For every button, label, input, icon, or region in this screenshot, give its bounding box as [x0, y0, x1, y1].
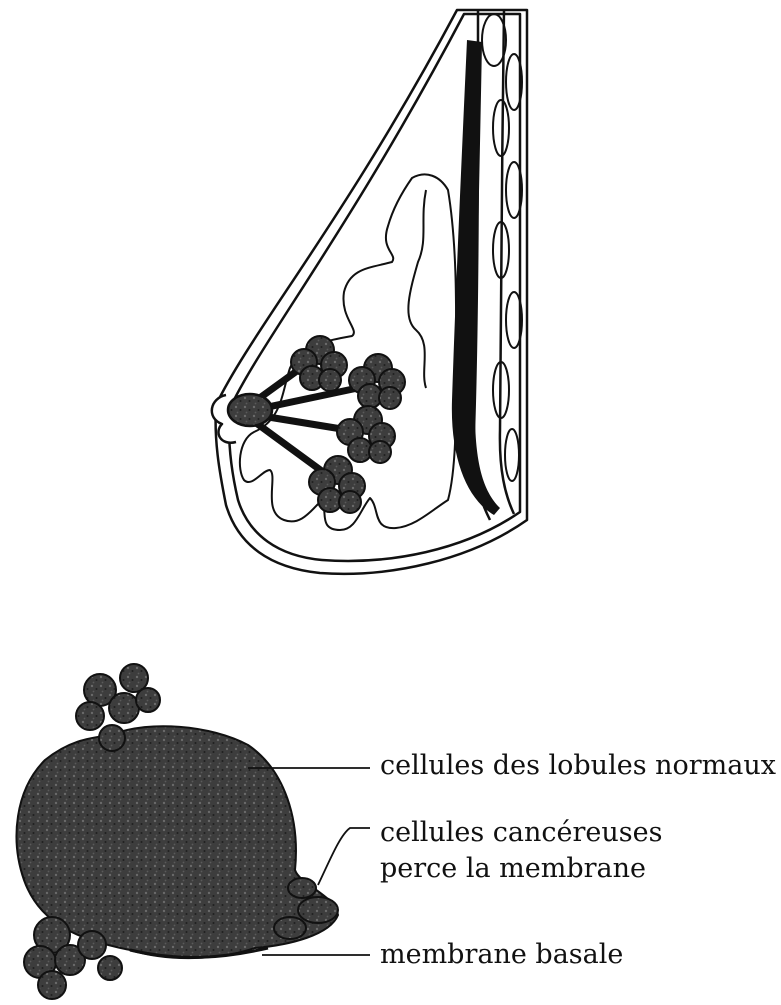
- lobule: [349, 354, 405, 409]
- leader-line-cancer-cells: [318, 828, 370, 885]
- breast-cross-section: [212, 10, 527, 574]
- glandular-tissue-inner-line: [408, 190, 426, 388]
- label-cancer-cells-line2: perce la membrane: [380, 851, 663, 887]
- label-normal-lobule-cells: cellules des lobules normaux: [380, 748, 776, 784]
- rib: [505, 429, 519, 481]
- pectoral-muscle: [452, 40, 500, 515]
- lobule: [291, 336, 347, 391]
- label-cancer-cells-line1: cellules cancéreuses: [380, 817, 663, 848]
- duct-hub: [228, 394, 272, 426]
- label-cancer-cells: cellules cancéreuses perce la membrane: [380, 815, 663, 887]
- label-basal-membrane: membrane basale: [380, 937, 623, 973]
- rib: [493, 100, 509, 156]
- lobule: [337, 406, 395, 463]
- magnified-lobule: [17, 664, 338, 999]
